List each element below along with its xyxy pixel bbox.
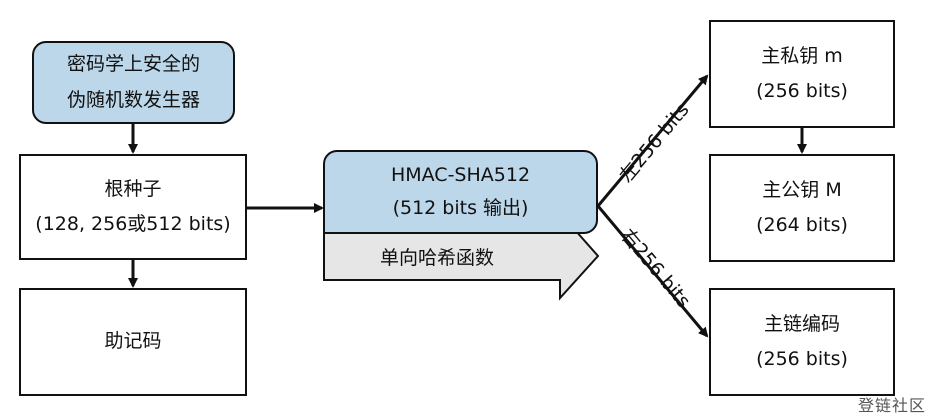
root-seed-line2: (128, 256或512 bits) <box>35 213 231 235</box>
root-seed-line1: 根种子 <box>104 177 162 200</box>
csprng-node: 密码学上安全的 伪随机数发生器 <box>32 41 235 124</box>
master-public-key-line2: (264 bits) <box>756 214 848 236</box>
hash-function-label: 单向哈希函数 <box>380 247 495 269</box>
hmac-sha512-node: HMAC-SHA512 (512 bits 输出) <box>323 150 598 234</box>
edge-hmac-to-master-private-key <box>596 74 709 207</box>
hmac-line2: (512 bits 输出) <box>392 197 529 219</box>
master-public-key-line1: 主公钥 M <box>762 178 842 201</box>
root-seed-node: 根种子 (128, 256或512 bits) <box>19 154 247 260</box>
master-chain-code-node: 主链编码 (256 bits) <box>709 288 895 396</box>
master-chain-code-line1: 主链编码 <box>763 312 840 335</box>
hmac-line1: HMAC-SHA512 <box>390 163 531 186</box>
master-private-key-node: 主私钥 m (256 bits) <box>709 20 895 128</box>
csprng-line2: 伪随机数发生器 <box>66 88 200 111</box>
mnemonic-node: 助记码 <box>19 288 247 396</box>
community-watermark: 登链社区 <box>857 396 926 415</box>
mnemonic-label: 助记码 <box>104 330 162 353</box>
csprng-line1: 密码学上安全的 <box>66 53 200 76</box>
edge-hmac-to-master-chain-code <box>596 205 709 338</box>
master-chain-code-line2: (256 bits) <box>756 348 848 370</box>
master-private-key-line2: (256 bits) <box>756 80 848 102</box>
master-public-key-node: 主公钥 M (264 bits) <box>709 154 895 262</box>
master-private-key-line1: 主私钥 m <box>761 44 843 67</box>
